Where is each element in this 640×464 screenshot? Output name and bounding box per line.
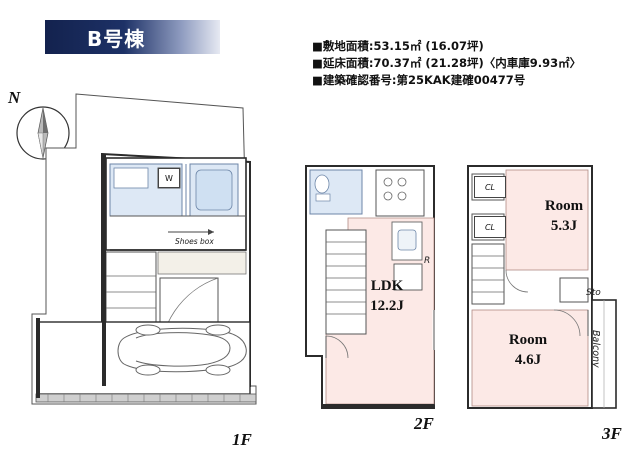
shoes-box-label: Shoes box <box>175 237 214 246</box>
floor-label-2f: 2F <box>414 414 434 433</box>
floor-label-1f: 1F <box>232 430 252 449</box>
room1-size: 5.3J <box>550 218 578 234</box>
spec-bullet: ■ <box>312 56 323 70</box>
floor-label-3f: 3F <box>602 424 622 443</box>
storage-label: Sto <box>586 288 601 298</box>
compass-north-label: N <box>8 88 21 107</box>
spec-bullet: ■ <box>312 39 323 53</box>
spec-bullet: ■ <box>312 73 323 87</box>
spec-site-area: ■敷地面積:53.15㎡ (16.07坪) <box>312 38 632 55</box>
title-banner: B号棟 <box>45 20 220 54</box>
compass-icon <box>14 104 72 162</box>
spec-text: 建築確認番号:第25KAK建確00477号 <box>322 73 526 87</box>
ldk-name: LDK <box>370 278 404 294</box>
closet-label-1: CL <box>474 176 506 198</box>
washer-label: W <box>158 168 180 188</box>
floorplan-2f <box>300 160 440 415</box>
ldk-size: 12.2J <box>370 298 404 314</box>
spec-floor-area: ■延床面積:70.37㎡ (21.28坪)〈内車庫9.93㎡〉 <box>312 55 632 72</box>
balcony-label: Balcony <box>590 330 601 368</box>
building-title: B号棟 <box>87 26 146 51</box>
refrigerator-label: R <box>424 256 431 266</box>
room2-size: 4.6J <box>514 352 542 368</box>
specs-list: ■敷地面積:53.15㎡ (16.07坪) ■延床面積:70.37㎡ (21.2… <box>312 38 632 89</box>
spec-text: 敷地面積:53.15㎡ (16.07坪) <box>322 39 484 53</box>
closet-label-2: CL <box>474 216 506 238</box>
floorplan-1f <box>18 86 283 416</box>
room1-name: Room <box>544 198 584 214</box>
room2-name: Room <box>508 332 548 348</box>
spec-text: 延床面積:70.37㎡ (21.28坪)〈内車庫9.93㎡〉 <box>322 56 582 70</box>
spec-confirmation-number: ■建築確認番号:第25KAK建確00477号 <box>312 72 632 89</box>
